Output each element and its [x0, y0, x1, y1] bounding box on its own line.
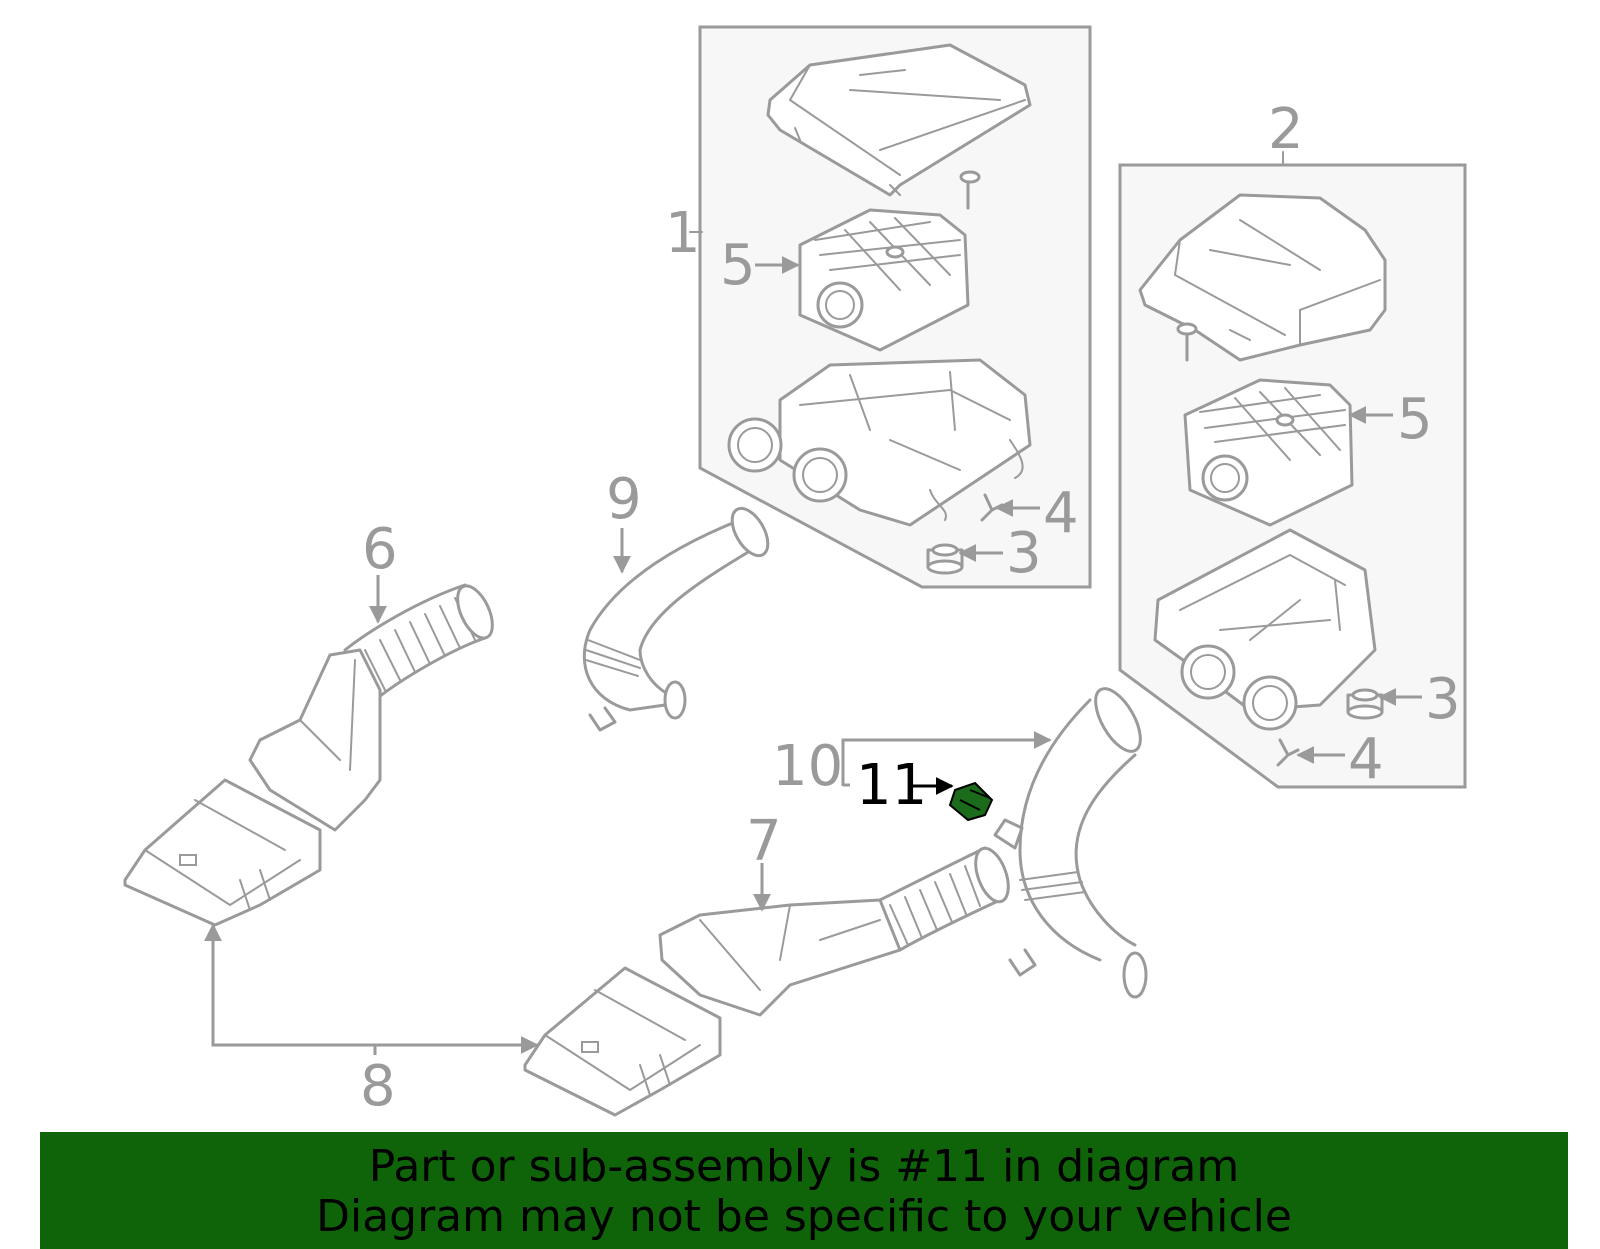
intake-duct-6: [248, 583, 494, 832]
air-scoop-8b: [523, 966, 722, 1117]
grommet-3a: [926, 543, 964, 575]
callout-2: 2: [1268, 97, 1304, 162]
callout-9: 9: [606, 467, 642, 532]
info-banner: Part or sub-assembly is #11 in diagram D…: [40, 1132, 1568, 1249]
air-cleaner-housing-1: [727, 358, 1032, 527]
callout-1: 1: [665, 201, 701, 266]
part-11-highlighted[interactable]: [948, 781, 994, 822]
air-cleaner-housing-2: [1153, 528, 1377, 731]
leader-lines: [204, 151, 1422, 1055]
callout-5a: 5: [720, 233, 756, 298]
banner-line-1: Part or sub-assembly is #11 in diagram: [368, 1141, 1240, 1192]
bolt-2: [1176, 322, 1198, 362]
callout-7: 7: [746, 809, 782, 874]
callout-4b: 4: [1348, 727, 1384, 792]
callout-5b: 5: [1397, 387, 1433, 452]
bolt-1: [959, 170, 981, 210]
filter-element-2: [1183, 378, 1354, 527]
callout-10: 10: [772, 734, 843, 799]
grommet-3b: [1346, 688, 1384, 720]
callout-3a: 3: [1006, 521, 1042, 586]
air-cleaner-cover-1: [766, 43, 1032, 197]
intake-duct-7: [658, 846, 1010, 1017]
callout-8: 8: [360, 1054, 396, 1119]
intake-hose-10: [993, 687, 1148, 999]
air-scoop-8a: [123, 778, 322, 927]
callout-4a: 4: [1043, 481, 1079, 546]
banner-line-2: Diagram may not be specific to your vehi…: [316, 1191, 1292, 1242]
callout-6: 6: [362, 517, 398, 582]
intake-hose-9: [582, 506, 770, 732]
filter-element-1: [798, 208, 970, 352]
callout-11: 11: [856, 753, 927, 818]
callout-3b: 3: [1425, 667, 1461, 732]
